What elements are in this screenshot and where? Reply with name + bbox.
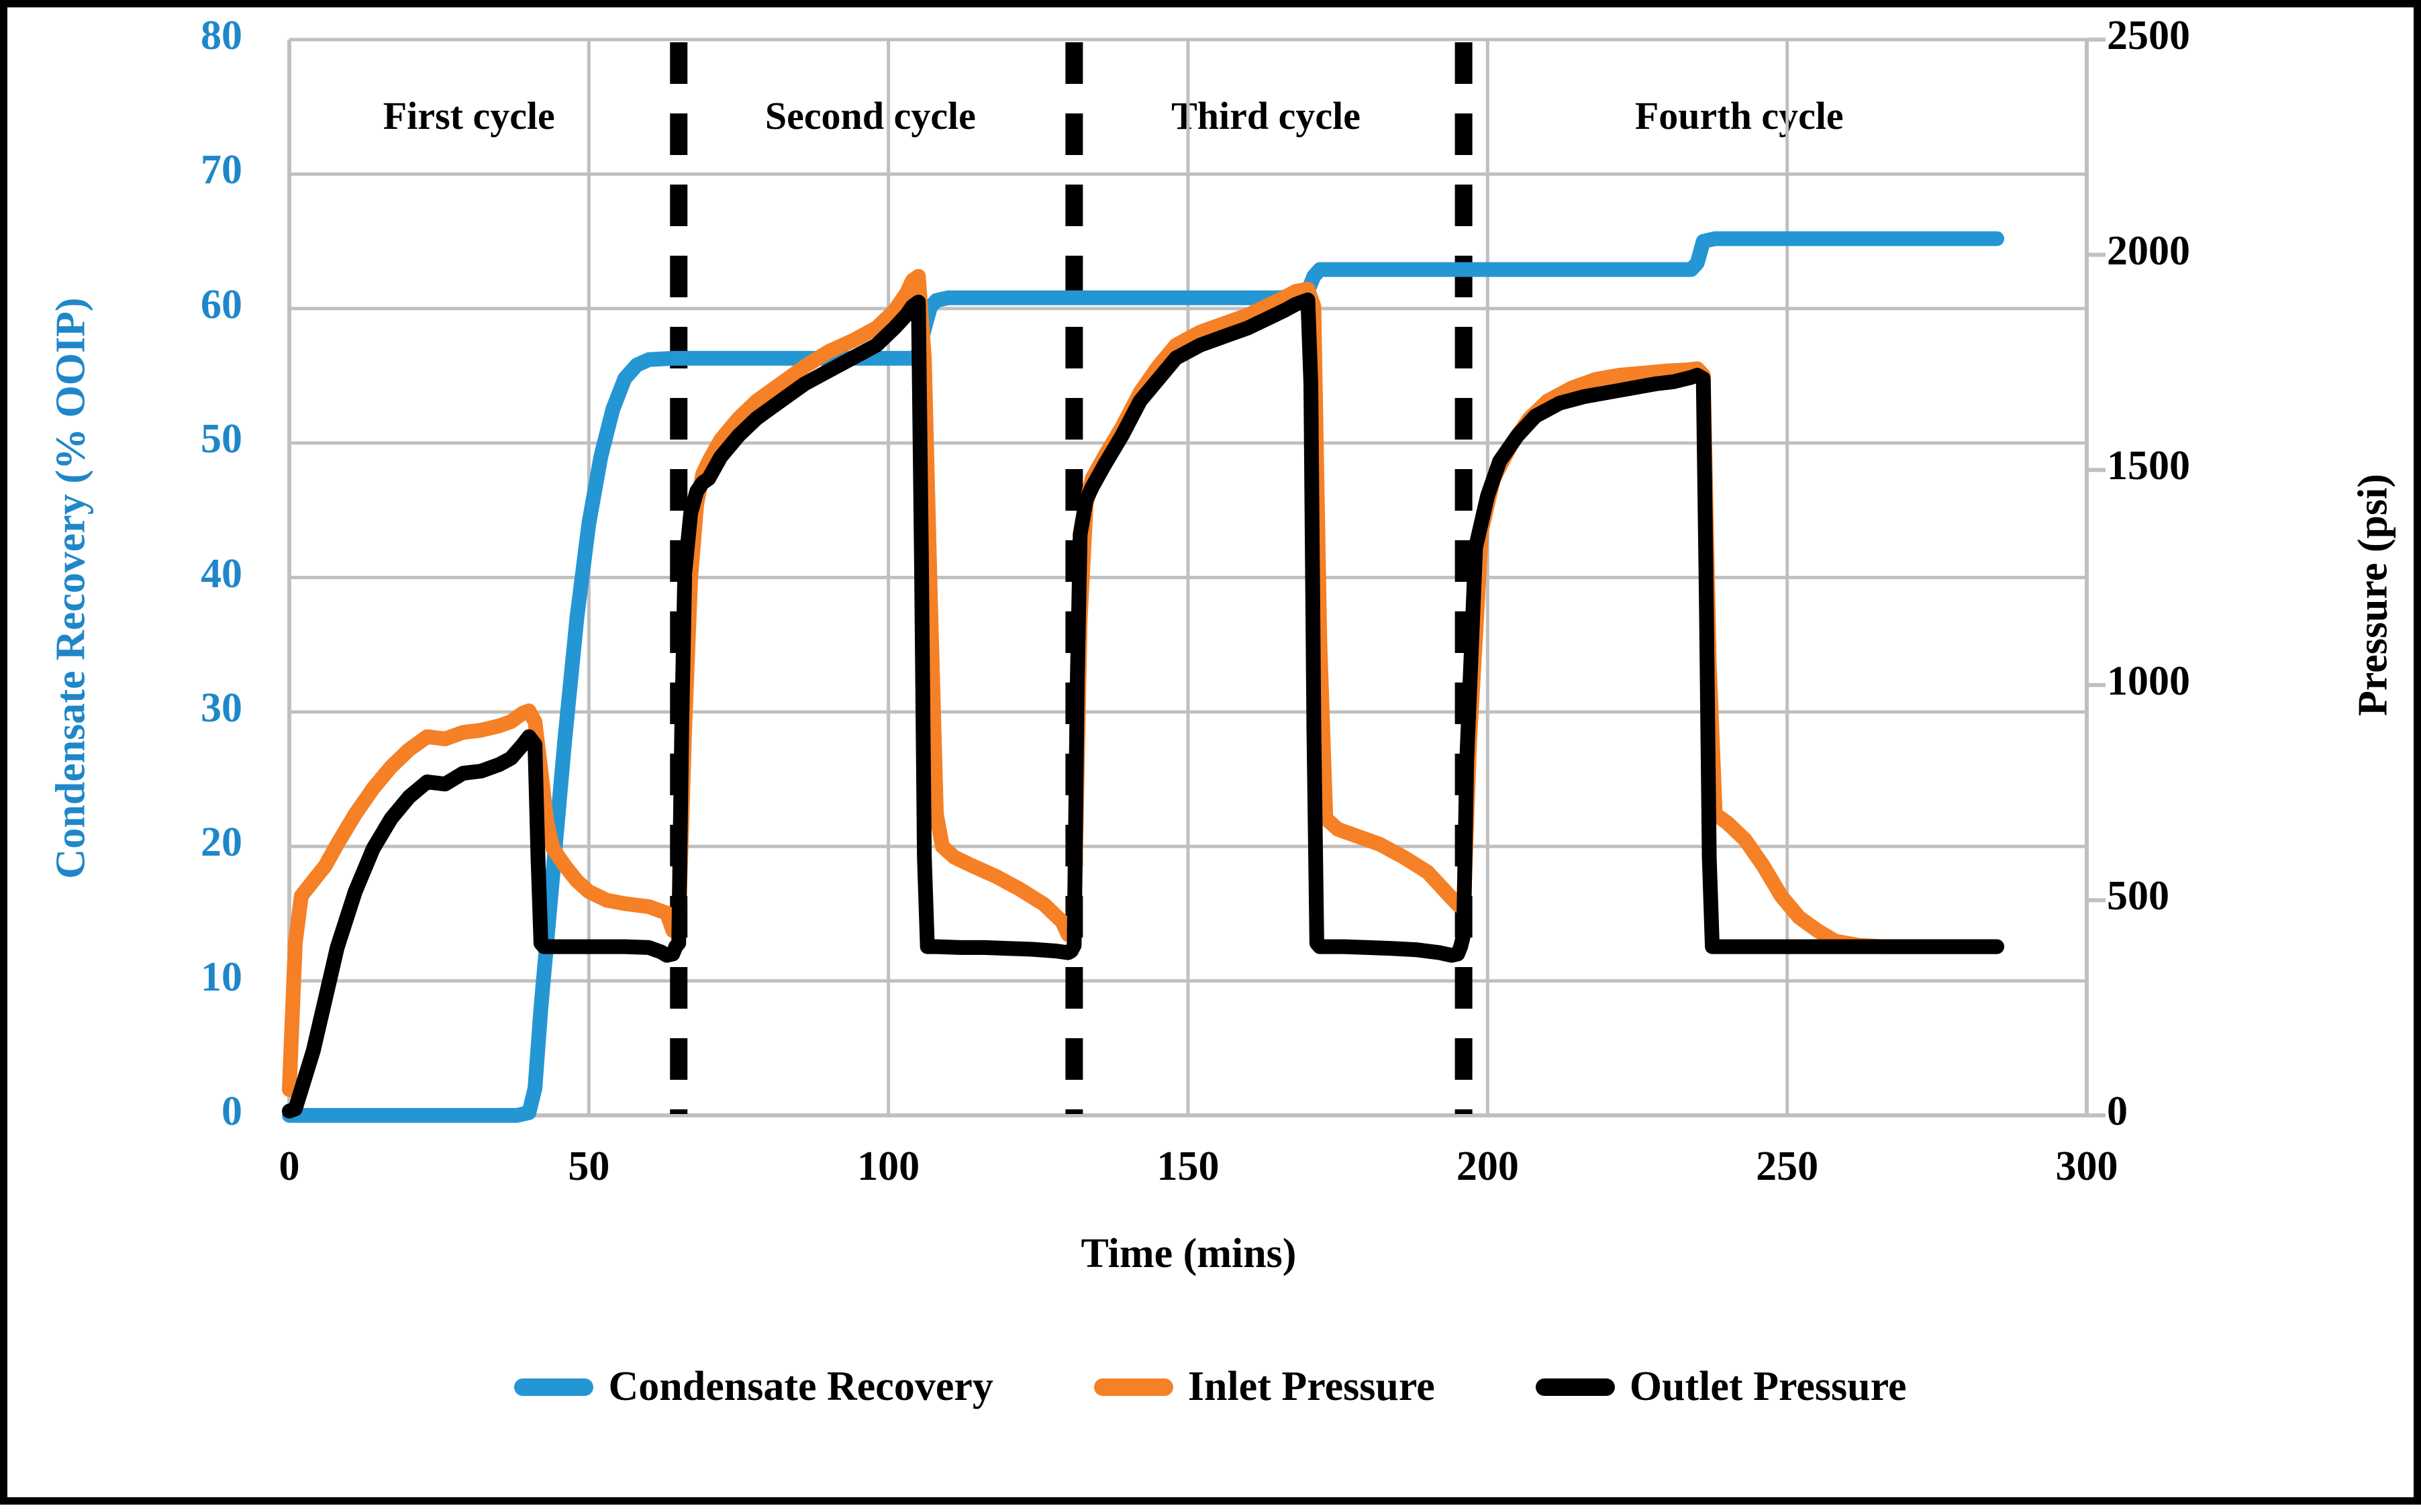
- y-tick-right-500: 500: [2107, 873, 2169, 919]
- y-tick-right-1500: 1500: [2107, 443, 2190, 489]
- y-tick-left-40: 40: [201, 550, 242, 597]
- gridlines: [287, 38, 2089, 1117]
- x-tick-150: 150: [1156, 1144, 1220, 1189]
- y-tick-left-30: 30: [201, 685, 242, 731]
- x-tick-200: 200: [1456, 1144, 1519, 1189]
- legend-swatch-icon: [514, 1378, 594, 1396]
- data-series-layer: [282, 231, 2005, 1123]
- y-tick-right-2000: 2000: [2107, 228, 2190, 274]
- x-tick-0: 0: [279, 1144, 300, 1189]
- series-outlet-pressure: [282, 292, 2005, 1119]
- y-tick-left-50: 50: [201, 416, 242, 462]
- plot-figure: Condensate Recovery (% OOIP) Pressure (p…: [7, 7, 2414, 1497]
- y-tick-right-0: 0: [2107, 1089, 2128, 1134]
- chart-legend: Condensate Recovery Inlet Pressure Outlet …: [7, 1363, 2414, 1411]
- y-tick-right-1000: 1000: [2107, 658, 2190, 704]
- y-tick-left-10: 10: [201, 954, 242, 1000]
- x-axis-title: Time (mins): [1081, 1231, 1297, 1276]
- legend-item-condensate-recovery[interactable]: Condensate Recovery: [514, 1363, 993, 1411]
- y-tick-right-2500: 2500: [2107, 13, 2190, 58]
- y-tick-left-20: 20: [201, 819, 242, 866]
- cycle-label-4: Fourth cycle: [1634, 94, 1844, 138]
- x-tick-250: 250: [1756, 1144, 1819, 1189]
- legend-item-outlet-pressure[interactable]: Outlet Pressure: [1535, 1363, 1907, 1411]
- y-tick-left-0: 0: [221, 1089, 242, 1134]
- plot-canvas: [282, 38, 2106, 1123]
- legend-label: Outlet Pressure: [1629, 1364, 1907, 1409]
- cycle-label-1: First cycle: [383, 94, 555, 138]
- legend-swatch-icon: [1093, 1378, 1173, 1396]
- legend-swatch-icon: [1535, 1378, 1615, 1396]
- x-tick-100: 100: [857, 1144, 920, 1189]
- legend-label: Inlet Pressure: [1187, 1364, 1435, 1409]
- cycle-label-3: Third cycle: [1171, 94, 1361, 138]
- legend-item-inlet-pressure[interactable]: Inlet Pressure: [1093, 1363, 1435, 1411]
- y-tick-left-80: 80: [201, 13, 242, 58]
- y-tick-left-60: 60: [201, 281, 242, 327]
- cycle-label-2: Second cycle: [764, 94, 976, 138]
- y-tick-left-70: 70: [201, 147, 242, 193]
- series-condensate-recovery: [282, 231, 2005, 1123]
- legend-label: Condensate Recovery: [608, 1364, 993, 1409]
- x-tick-50: 50: [568, 1144, 610, 1189]
- x-tick-300: 300: [2055, 1144, 2118, 1189]
